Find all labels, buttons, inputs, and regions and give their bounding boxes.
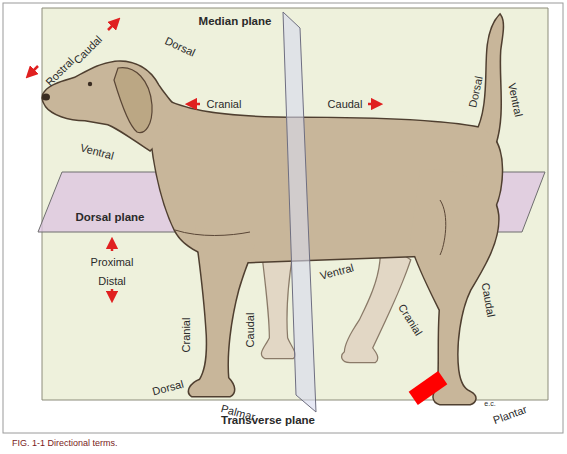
direction-arrows: [30, 22, 377, 297]
rostral-arrow: [30, 66, 38, 74]
direction-label: e.c.: [484, 400, 495, 407]
direction-label: Dorsal plane: [75, 212, 144, 224]
cranial-arrow: [191, 103, 200, 106]
figure-frame: [3, 3, 563, 433]
dog-contour: [175, 200, 446, 255]
direction-label: Cranial: [207, 99, 242, 110]
figure-caption: FIG. 1-1 Directional terms.: [12, 439, 118, 448]
dog-outline: [43, 15, 503, 404]
caudal-arrow: [108, 22, 116, 30]
dog-body: [43, 15, 503, 404]
caudal-arrow: [368, 103, 377, 106]
proximal-arrow: [111, 243, 114, 251]
transverse-plane: [283, 12, 316, 412]
direction-label: Caudal: [328, 99, 363, 110]
distal-arrow: [111, 289, 114, 297]
dog-ear: [114, 68, 152, 133]
direction-label: Distal: [98, 276, 126, 287]
direction-label: Proximal: [91, 257, 134, 268]
direction-label: Median plane: [199, 16, 272, 28]
dog-eye: [88, 82, 92, 86]
direction-label: Cranial: [181, 318, 192, 353]
dog-nose: [42, 94, 50, 101]
red-marker: [409, 371, 448, 405]
direction-label: Caudal: [245, 313, 256, 348]
direction-label: Transverse plane: [221, 415, 315, 427]
